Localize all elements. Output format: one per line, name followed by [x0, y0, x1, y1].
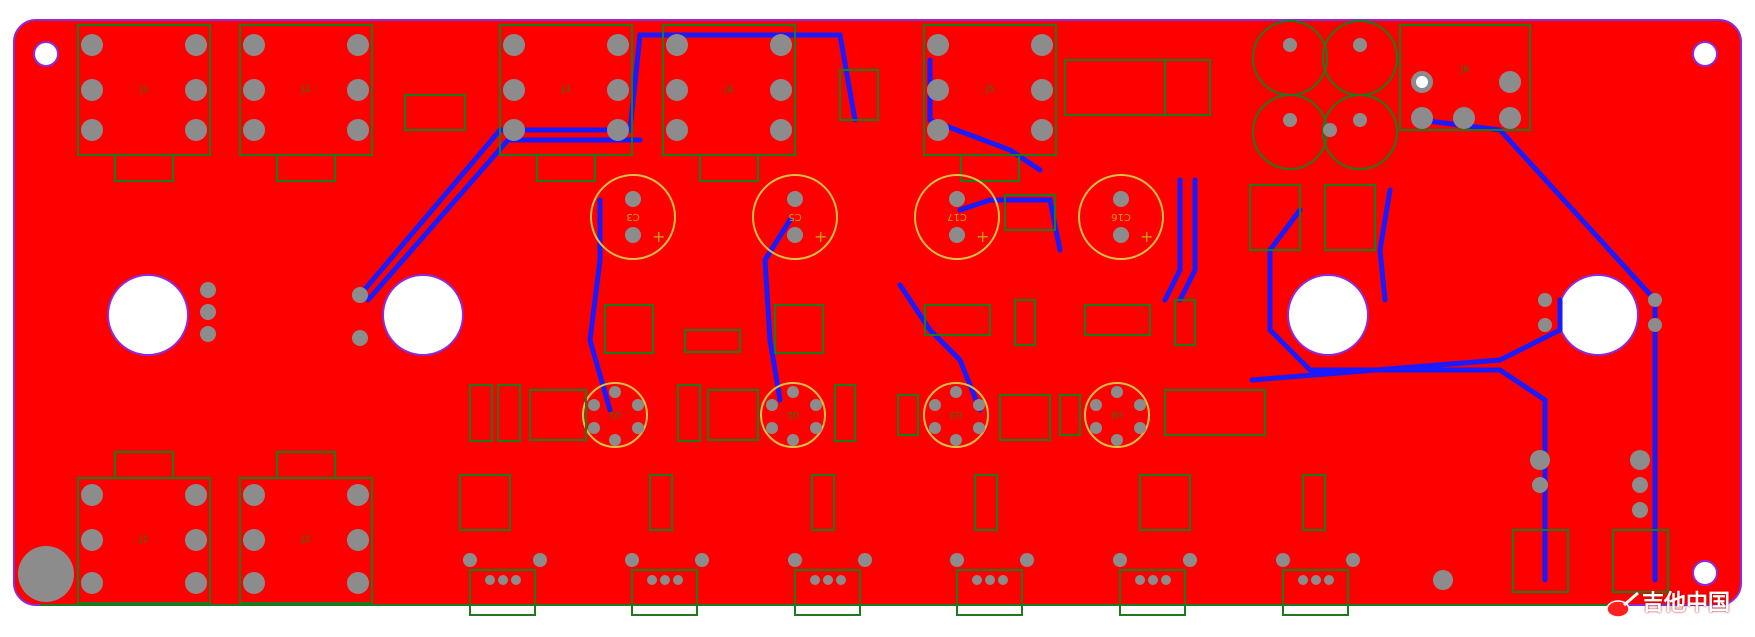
ic-label: U1 — [609, 409, 621, 419]
capacitor-c16: C16 + — [1078, 174, 1164, 260]
capacitor-c17: C17 + — [914, 174, 1000, 260]
jack-top-2: J2 — [239, 24, 373, 182]
cap-label: C3 — [626, 211, 639, 222]
cap-label: C17 — [947, 211, 967, 222]
svg-text:+: + — [814, 227, 827, 246]
cap-label: C16 — [1111, 211, 1131, 222]
jack-top-5: J5 — [923, 24, 1057, 182]
capacitor-c3: C3 + — [590, 174, 676, 260]
jack-label: J5 — [985, 85, 994, 95]
ic-label: U2 — [787, 409, 799, 419]
svg-text:+: + — [652, 227, 665, 246]
jack-label: J1 — [139, 85, 148, 95]
ic-u3: U3 — [923, 382, 989, 448]
jack-label: J4 — [724, 85, 734, 95]
jack-top-1: J1 — [77, 24, 211, 182]
corner-pad — [18, 546, 74, 602]
svg-text:+: + — [976, 227, 989, 246]
jack-top-6: J6 — [1399, 24, 1531, 131]
jack-bottom-1: J1 — [77, 451, 211, 604]
jack-label: J3 — [561, 85, 570, 95]
jack-label: J2 — [301, 85, 310, 95]
capacitor-c5: C5 + — [752, 174, 838, 260]
pads-misc — [200, 282, 1662, 590]
watermark-url: bbs.GuitarChina.com — [1642, 613, 1748, 624]
ic-label: U3 — [950, 409, 962, 419]
guitar-logo-icon — [1606, 591, 1639, 618]
jack-label: J6 — [1460, 65, 1470, 75]
ic-u2: U2 — [760, 382, 826, 448]
jack-top-3: J3 — [499, 24, 633, 182]
watermark-title: 吉他中国 — [1642, 591, 1731, 616]
svg-text:+: + — [1140, 227, 1153, 246]
jack-label: J1 — [139, 535, 148, 545]
jack-label: J2 — [301, 535, 310, 545]
power-capacitors — [1252, 20, 1398, 170]
cap-label: C5 — [788, 211, 801, 222]
pot-connectors — [469, 569, 1349, 616]
ic-u1: U1 — [582, 382, 648, 448]
watermark: 吉他中国 bbs.GuitarChina.com — [1602, 583, 1752, 633]
jack-top-4: J4 — [662, 24, 796, 182]
resistor-footprints — [404, 59, 1669, 593]
mounting-holes — [33, 41, 1718, 586]
ic-label: U4 — [1111, 409, 1124, 419]
ic-u4: U4 — [1084, 382, 1150, 448]
jack-bottom-2: J2 — [239, 451, 373, 604]
